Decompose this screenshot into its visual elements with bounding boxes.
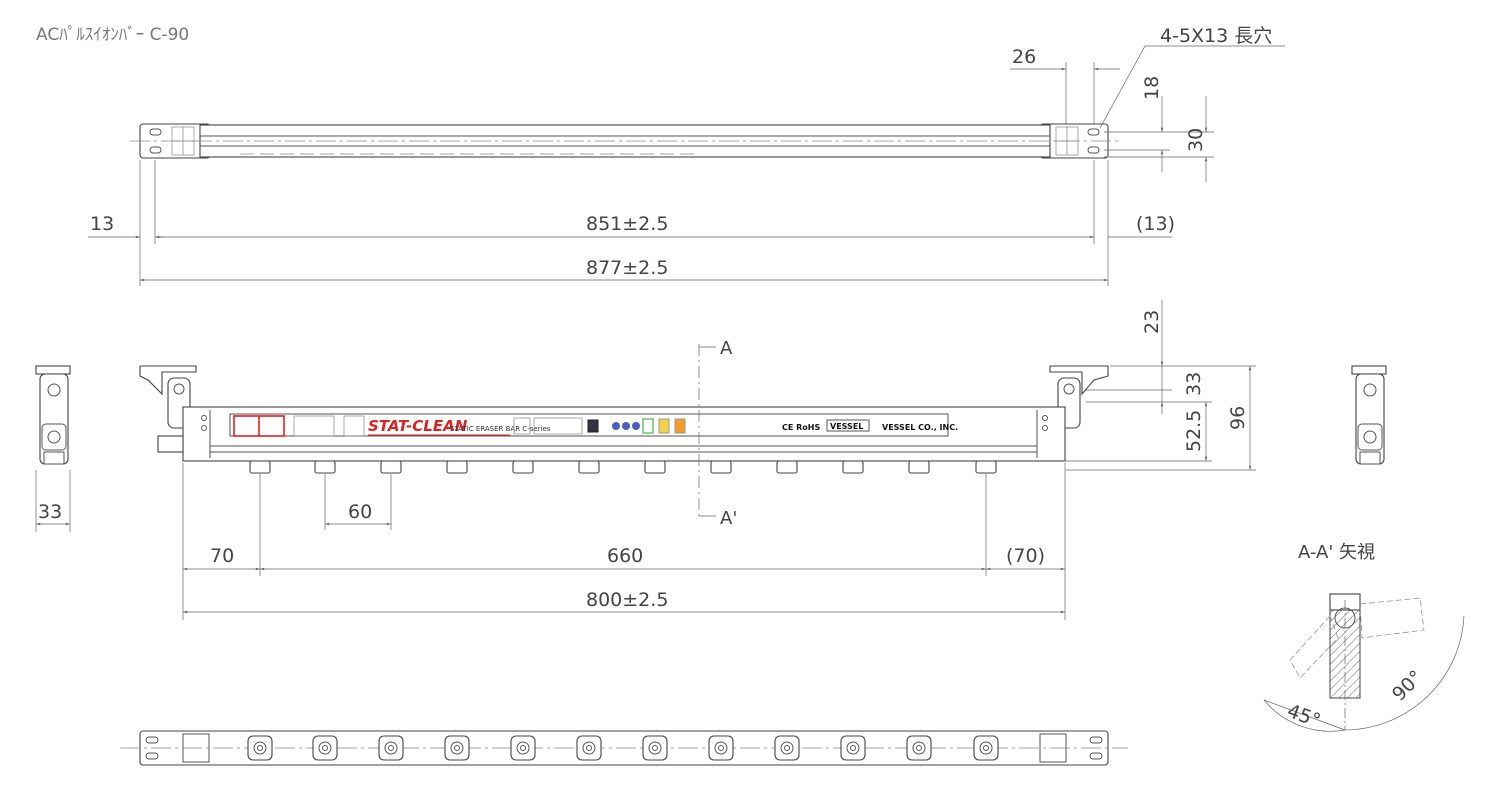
- dim-nozzle-span: 660: [607, 545, 643, 567]
- drawing-title: ACﾊﾟﾙｽｲｵﾝﾊﾞｰ C-90: [36, 25, 189, 45]
- dim-side-width: 33: [38, 501, 62, 523]
- side-view-left: 33: [35, 365, 71, 532]
- side-view-right: [1351, 365, 1387, 465]
- dim-nozzle-pitch: 60: [348, 501, 372, 523]
- section-view-title: A-A' 矢視: [1298, 542, 1375, 563]
- front-view-dimensions: 60 70 660 (70) 800±2.5 23 33 52.5 96: [182, 300, 1256, 620]
- dim-last-nozzle: (70): [1006, 545, 1045, 567]
- dim-first-nozzle: 70: [210, 545, 234, 567]
- front-nozzles: [249, 460, 997, 474]
- compliance-marks: CE RoHS: [782, 423, 820, 432]
- angle-left: 45°: [1284, 700, 1323, 732]
- angle-right: 90°: [1388, 666, 1427, 705]
- maker-name: VESSEL CO., INC.: [882, 423, 958, 432]
- top-view: [130, 123, 1118, 159]
- dim-end-offset-right: (13): [1136, 213, 1175, 235]
- dim-body-length: 800±2.5: [586, 589, 668, 611]
- dim-slot-width: 26: [1012, 46, 1036, 68]
- dim-overall-length: 877±2.5: [586, 257, 668, 279]
- dim-top-gap: 23: [1141, 310, 1163, 334]
- section-label-a-prime: A': [720, 508, 737, 529]
- top-view-dimensions: 13 851±2.5 (13) 877±2.5 26 4-5X13 長穴 18 …: [88, 25, 1285, 286]
- front-view: STAT-CLEAN STATIC ERASER BAR C-series CE…: [139, 365, 1109, 462]
- slot-note: 4-5X13 長穴: [1160, 25, 1272, 47]
- section-view: A-A' 矢視 45° 90°: [1263, 542, 1465, 732]
- dim-total-height: 96: [1227, 406, 1249, 430]
- dim-end-offset-left: 13: [90, 213, 114, 235]
- dim-slot-offset: 18: [1141, 76, 1163, 100]
- section-label-a: A: [720, 338, 733, 359]
- brand-logo: STAT-CLEAN: [368, 417, 468, 435]
- maker-badge: VESSEL: [830, 422, 863, 431]
- dim-bracket-height: 33: [1183, 372, 1205, 396]
- section-line: A A': [698, 338, 737, 529]
- bottom-nozzles: [247, 735, 999, 761]
- dim-body-height: 52.5: [1183, 410, 1205, 452]
- dim-slot-pitch: 30: [1185, 128, 1207, 152]
- brand-subtitle: STATIC ERASER BAR C-series: [450, 425, 551, 433]
- dim-pitch-length: 851±2.5: [586, 213, 668, 235]
